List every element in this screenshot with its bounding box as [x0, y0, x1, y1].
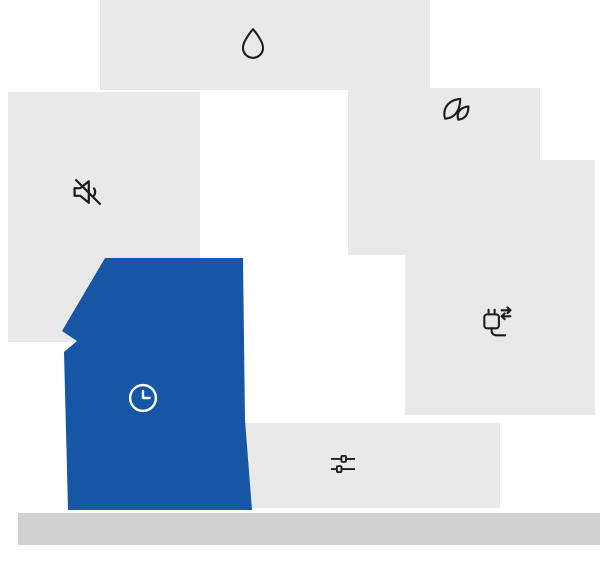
leaf-icon	[438, 94, 474, 130]
clock-icon	[125, 380, 161, 416]
bottom-bar	[18, 513, 600, 545]
schedule-tile	[62, 258, 252, 510]
water-tile	[100, 0, 430, 90]
water-drop-icon	[235, 25, 271, 61]
power-tile	[405, 160, 595, 415]
settings-tile	[210, 423, 500, 508]
speaker-mute-icon	[69, 173, 107, 211]
power-cord-swap-icon	[478, 303, 516, 341]
sliders-icon	[326, 447, 360, 481]
